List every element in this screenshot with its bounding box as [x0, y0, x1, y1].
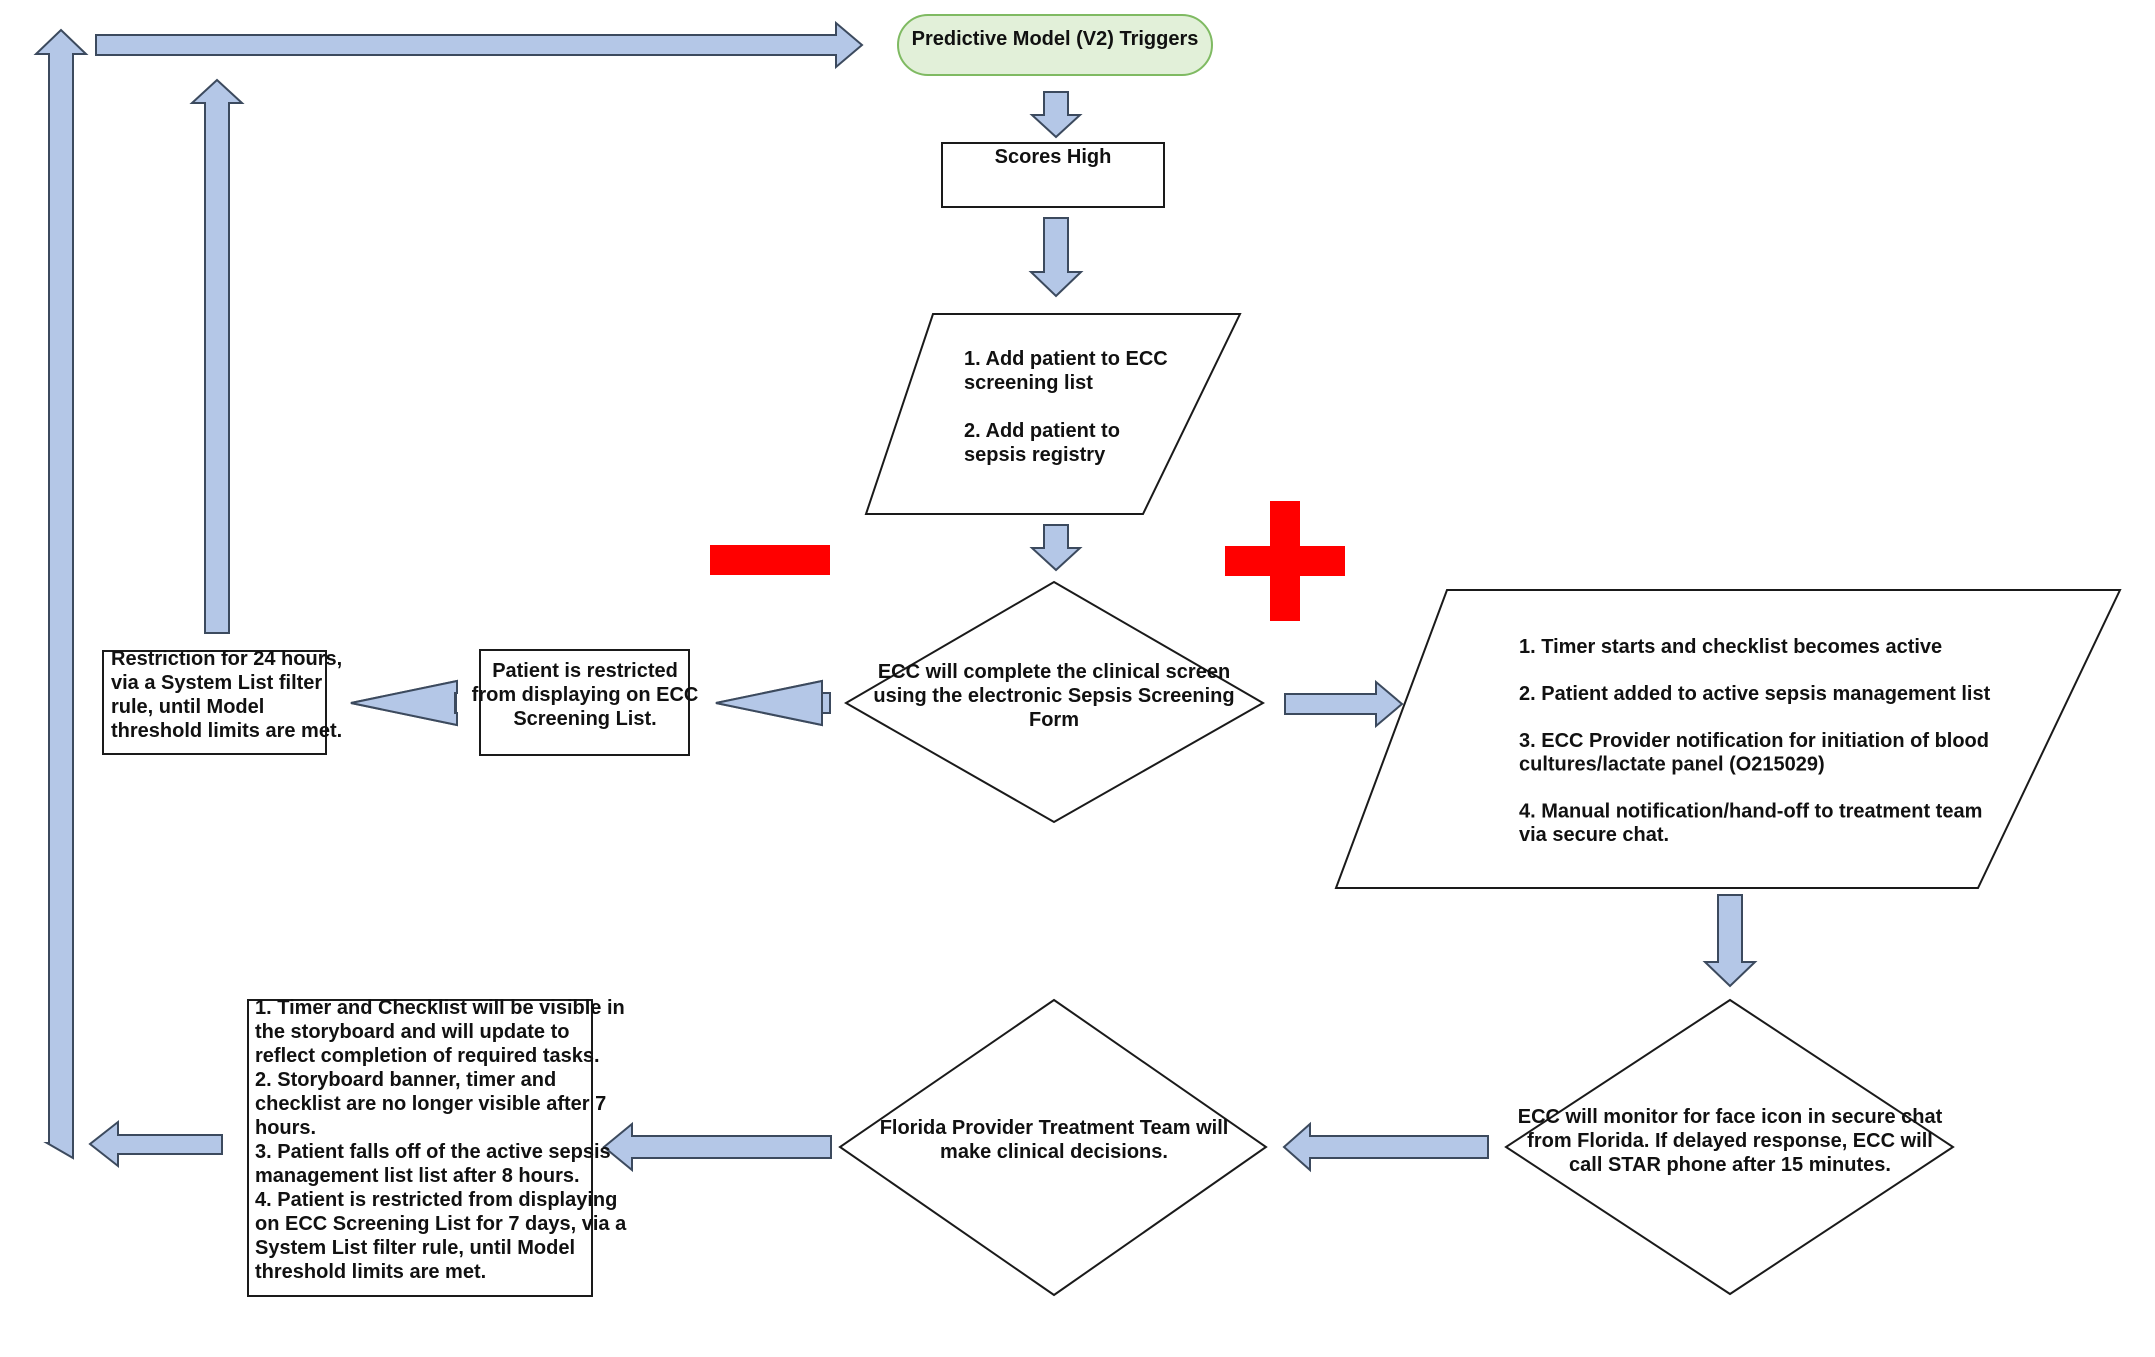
- restricted-line: Patient is restricted: [492, 660, 678, 682]
- final-steps-line: 2. Storyboard banner, timer and: [255, 1069, 556, 1091]
- add-patient-line: 1. Add patient to ECC: [964, 348, 1168, 370]
- restricted-box: [479, 649, 690, 756]
- down-arrow-start: [1029, 91, 1083, 139]
- down-arrow-positive: [1702, 894, 1758, 988]
- final-steps-line: threshold limits are met.: [255, 1261, 486, 1283]
- positive-actions-line: via secure chat.: [1519, 824, 1669, 846]
- loop-up-arrow-inner: [189, 78, 245, 634]
- start-label: Predictive Model (V2) Triggers: [912, 28, 1199, 50]
- final-steps-line: checklist are no longer visible after 7: [255, 1093, 606, 1115]
- florida-team-diamond: [838, 998, 1268, 1297]
- restriction-24h-line: Restriction for 24 hours,: [111, 648, 342, 670]
- positive-actions-parallelogram: [1334, 589, 2122, 889]
- final-steps-line: on ECC Screening List for 7 days, via a: [255, 1213, 627, 1235]
- final-steps-line: the storyboard and will update to: [255, 1021, 569, 1043]
- monitor-line: ECC will monitor for face icon in secure…: [1518, 1106, 1943, 1128]
- restricted-line: Screening List.: [513, 708, 656, 730]
- minus-sign-icon: [710, 545, 830, 575]
- positive-actions-label: 1. Timer starts and checklist becomes ac…: [1519, 636, 1991, 846]
- restricted-line: from displaying on ECC: [472, 684, 699, 706]
- loop-right-arrow-top: [95, 20, 864, 70]
- restriction-24h-line: threshold limits are met.: [111, 720, 342, 742]
- add-patient-parallelogram: [864, 313, 1242, 515]
- add-patient-line: 2. Add patient to: [964, 420, 1120, 442]
- left-arrow-final: [88, 1119, 223, 1169]
- scores-high-label: Scores High: [995, 146, 1112, 168]
- positive-actions-line: cultures/lactate panel (O215029): [1519, 754, 1825, 776]
- left-arrow-monitor: [1282, 1121, 1489, 1173]
- add-patient-line: sepsis registry: [964, 444, 1106, 466]
- monitor-diamond: [1504, 998, 1955, 1296]
- positive-actions-line: 3. ECC Provider notification for initiat…: [1519, 730, 1989, 752]
- final-steps-line: hours.: [255, 1117, 316, 1139]
- final-steps-line: 4. Patient is restricted from displaying: [255, 1189, 617, 1211]
- monitor-line: from Florida. If delayed response, ECC w…: [1527, 1130, 1933, 1152]
- clinical-screen-line: Form: [1029, 709, 1079, 731]
- left-arrow-restricted-body: [350, 679, 458, 727]
- final-steps-line: 1. Timer and Checklist will be visible i…: [255, 997, 625, 1019]
- down-arrow-add-patient: [1029, 524, 1083, 572]
- down-arrow-scores: [1028, 217, 1084, 298]
- loop-up-arrow-outer: [33, 28, 89, 1160]
- florida-team-line: Florida Provider Treatment Team will: [880, 1117, 1229, 1139]
- final-steps-line: 3. Patient falls off of the active sepsi…: [255, 1141, 611, 1163]
- start-terminal: [897, 14, 1213, 76]
- final-steps-line: reflect completion of required tasks.: [255, 1045, 600, 1067]
- monitor-line: call STAR phone after 15 minutes.: [1569, 1154, 1891, 1176]
- final-steps-line: management list list after 8 hours.: [255, 1165, 580, 1187]
- left-arrow-florida: [602, 1121, 832, 1173]
- left-arrow-negative-body: [715, 679, 823, 727]
- restriction-24h-label: Restriction for 24 hours,via a System Li…: [111, 648, 342, 742]
- right-arrow-positive: [1284, 679, 1404, 729]
- clinical-screen-diamond: [843, 580, 1266, 824]
- scores-high-box: [941, 142, 1165, 208]
- restriction-24h-line: rule, until Model: [111, 696, 264, 718]
- scores-high-line: Scores High: [995, 146, 1112, 168]
- plus-sign-icon: [1225, 501, 1345, 621]
- final-steps-box: [247, 999, 593, 1297]
- florida-team-line: make clinical decisions.: [940, 1141, 1168, 1163]
- monitor-label: ECC will monitor for face icon in secure…: [1518, 1106, 1943, 1176]
- start-line: Predictive Model (V2) Triggers: [912, 28, 1199, 50]
- clinical-screen-line: using the electronic Sepsis Screening: [873, 685, 1234, 707]
- clinical-screen-line: ECC will complete the clinical screen: [878, 661, 1230, 683]
- add-patient-line: screening list: [964, 372, 1093, 394]
- final-steps-label: 1. Timer and Checklist will be visible i…: [255, 997, 627, 1283]
- positive-actions-line: 4. Manual notification/hand-off to treat…: [1519, 801, 1982, 823]
- final-steps-line: System List filter rule, until Model: [255, 1237, 575, 1259]
- positive-actions-line: 2. Patient added to active sepsis manage…: [1519, 683, 1991, 705]
- positive-actions-line: 1. Timer starts and checklist becomes ac…: [1519, 636, 1942, 658]
- restriction-24h-line: via a System List filter: [111, 672, 322, 694]
- restriction-24h-box: [102, 650, 327, 755]
